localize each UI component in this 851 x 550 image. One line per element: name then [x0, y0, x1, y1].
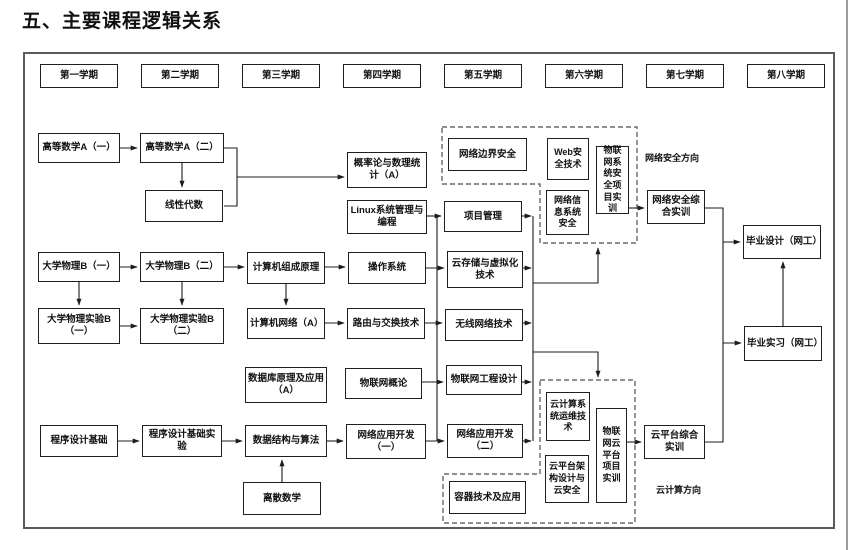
course-cloud-platform-training: 云平台综合实训 — [644, 425, 705, 459]
semester-7-header: 第七学期 — [646, 64, 724, 88]
course-iot-cloud-platform-training: 物联网云平台项目实训 — [596, 408, 627, 503]
course-discrete-math: 离散数学 — [243, 482, 321, 515]
course-cloud-storage-virtualization: 云存储与虚拟化技术 — [447, 251, 523, 288]
page-edge-line — [846, 0, 848, 550]
course-network-app-dev-1: 网络应用开发（一） — [346, 424, 426, 459]
security-direction-label: 网络安全方向 — [645, 153, 700, 163]
course-network-security-training: 网络安全综合实训 — [647, 190, 705, 224]
course-routing-switching: 路由与交换技术 — [347, 308, 425, 339]
course-computer-organization: 计算机组成原理 — [247, 252, 325, 284]
course-college-physics-b1: 大学物理B（一） — [38, 252, 120, 282]
course-cloud-platform-architecture-security: 云平台架构设计与云安全 — [545, 455, 589, 503]
course-project-management: 项目管理 — [444, 201, 522, 232]
course-wireless-network-tech: 无线网络技术 — [445, 309, 523, 341]
course-iot-system-security-training: 物联网系统安全项目实训 — [596, 145, 629, 214]
direction-groups — [441, 126, 638, 524]
course-container-tech: 容器技术及应用 — [449, 481, 526, 514]
course-linear-algebra: 线性代数 — [145, 190, 223, 222]
semester-6-header: 第六学期 — [545, 64, 623, 88]
course-computer-networks-a: 计算机网络（A） — [247, 308, 325, 339]
course-programming-fundamentals: 程序设计基础 — [40, 425, 118, 457]
course-advanced-math-a1: 高等数学A（一） — [38, 133, 120, 163]
course-graduation-project: 毕业设计（网工） — [743, 225, 822, 259]
course-cloud-ops-tech: 云计算系统运维技术 — [546, 392, 590, 441]
course-data-structures-algorithms: 数据结构与算法 — [245, 425, 327, 457]
course-programming-fundamentals-lab: 程序设计基础实验 — [142, 425, 222, 457]
course-linux-admin-programming: Linux系统管理与编程 — [347, 200, 427, 234]
cloud-direction-outline — [442, 379, 636, 524]
course-physics-experiment-b1: 大学物理实验B（一） — [38, 308, 120, 344]
course-web-security-tech: Web安全技术 — [547, 138, 589, 180]
course-operating-systems: 操作系统 — [348, 252, 426, 284]
course-graduation-internship: 毕业实习（网工） — [744, 326, 823, 361]
course-college-physics-b2: 大学物理B（二） — [140, 252, 224, 282]
course-physics-experiment-b2: 大学物理实验B（二） — [140, 308, 224, 344]
course-network-info-system-security: 网络信息系统安全 — [546, 190, 589, 235]
course-probability-statistics-a: 概率论与数理统计（A） — [347, 152, 427, 188]
course-advanced-math-a2: 高等数学A（二） — [140, 133, 224, 163]
course-database-principles-a: 数据库原理及应用（A） — [245, 367, 327, 403]
semester-3-header: 第三学期 — [242, 64, 320, 88]
course-network-border-security: 网络边界安全 — [448, 138, 527, 171]
semester-1-header: 第一学期 — [40, 64, 118, 88]
security-direction-outline — [441, 126, 638, 244]
course-iot-engineering-design: 物联网工程设计 — [446, 365, 522, 395]
semester-2-header: 第二学期 — [141, 64, 219, 88]
cloud-direction-label: 云计算方向 — [656, 485, 702, 495]
page-title: 五、主要课程逻辑关系 — [22, 11, 223, 32]
semester-4-header: 第四学期 — [343, 64, 421, 88]
course-iot-introduction: 物联网概论 — [345, 368, 422, 399]
semester-8-header: 第八学期 — [747, 64, 825, 88]
semester-5-header: 第五学期 — [444, 64, 522, 88]
arrows — [76, 145, 786, 482]
course-network-app-dev-2: 网络应用开发（二） — [447, 424, 523, 458]
